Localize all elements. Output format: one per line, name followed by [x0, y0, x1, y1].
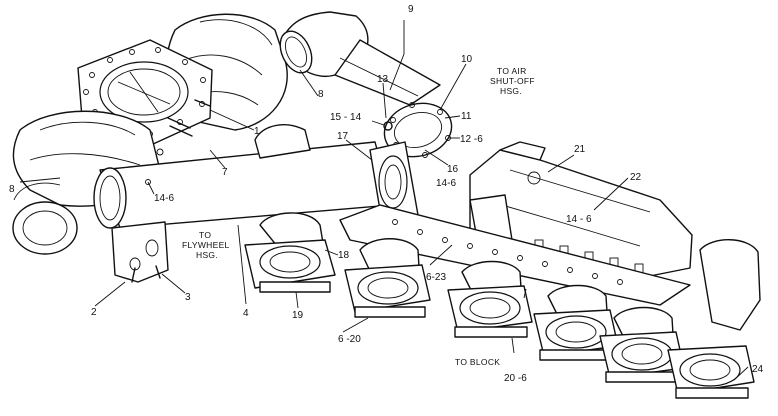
callout-1: 1 — [254, 126, 260, 137]
note-air-shutoff-line1: TO AIR — [497, 66, 527, 76]
callout-22: 22 — [630, 172, 642, 183]
leader-lines — [19, 20, 749, 381]
callout-16: 16 — [447, 164, 459, 175]
callout-3: 3 — [185, 292, 191, 303]
callout-7: 7 — [222, 167, 228, 178]
callout-15: 15 - 14 — [330, 112, 362, 123]
callout-18: 18 — [338, 250, 350, 261]
note-to-block: TO BLOCK — [455, 357, 500, 367]
callout-14-6-right: 14 - 6 — [566, 214, 592, 225]
callout-24: 24 — [752, 364, 764, 375]
callout-21: 21 — [574, 144, 586, 155]
callout-2: 2 — [91, 307, 97, 318]
callout-6-23: 6-23 — [426, 272, 446, 283]
callout-8-left: 8 — [9, 184, 15, 195]
callout-6-20: 6 -20 — [338, 334, 361, 345]
exhaust-tube — [93, 124, 393, 283]
note-flywheel-line2: FLYWHEEL — [182, 240, 230, 250]
callout-8-top: 8 — [318, 89, 324, 100]
callout-12: 12 -6 — [460, 134, 483, 145]
callout-20-6: 20 -6 — [504, 373, 527, 384]
note-flywheel-line3: HSG. — [196, 250, 218, 260]
callout-11: 11 — [461, 111, 472, 122]
callout-10: 10 — [461, 54, 473, 65]
callout-14-6-left: 14-6 — [154, 193, 174, 204]
note-flywheel-line1: TO — [199, 230, 211, 240]
callout-19: 19 — [292, 310, 304, 321]
callout-13: 13 — [377, 74, 389, 85]
callout-17: 17 — [337, 131, 349, 142]
callout-4: 4 — [243, 308, 249, 319]
callout-14-6-center: 14-6 — [436, 178, 456, 189]
elbow-tube — [279, 11, 441, 106]
callouts: 9 10 11 12 -6 13 15 - 14 16 17 8 1 7 8 1… — [9, 4, 764, 384]
callout-9: 9 — [408, 4, 414, 15]
port-elbows — [244, 212, 761, 399]
manifold-gasket-strip — [339, 204, 691, 306]
notes: TO AIR SHUT-OFF HSG. TO FLYWHEEL HSG. TO… — [182, 66, 535, 367]
note-air-shutoff-line2: SHUT-OFF — [490, 76, 535, 86]
note-air-shutoff-line3: HSG. — [500, 86, 522, 96]
